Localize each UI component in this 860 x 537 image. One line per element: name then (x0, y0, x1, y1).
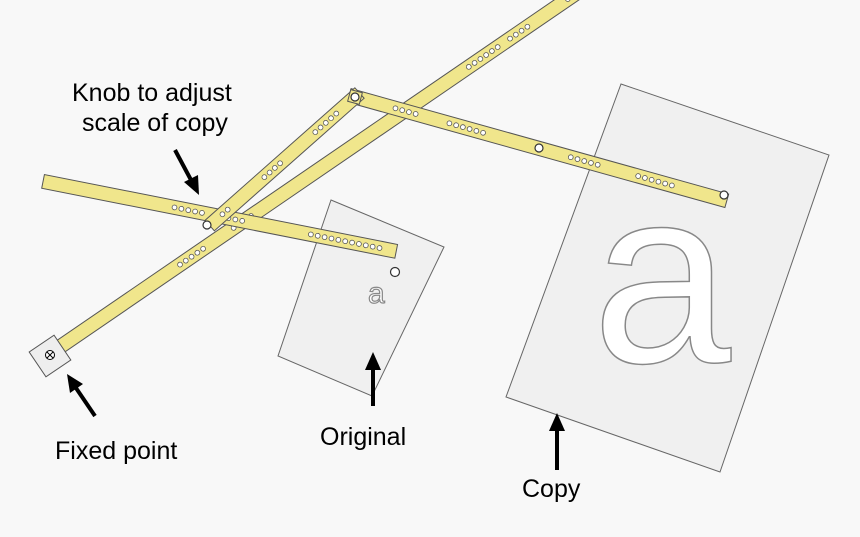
original-arrow (365, 352, 381, 406)
knob-label-line2: scale of copy (82, 109, 228, 137)
bar-top-right-holes (392, 105, 675, 189)
knob-arrow (173, 149, 199, 195)
original-label: Original (320, 423, 406, 451)
tracer-pivot[interactable] (389, 266, 401, 278)
copy-joint-pivot (534, 143, 544, 153)
copy-label: Copy (522, 475, 581, 503)
fixed-point-arrow (67, 374, 97, 418)
copy-sheet (505, 83, 830, 473)
knob-label-line1: Knob to adjust (72, 79, 232, 107)
copy-arrow (549, 413, 565, 470)
knob-pivot[interactable] (202, 220, 212, 230)
bar-top-to-knob[interactable] (204, 87, 365, 232)
original-letter: a (368, 277, 385, 310)
bar-left-to-tracer-holes (171, 204, 383, 251)
fixed-point-label: Fixed point (55, 437, 177, 465)
right-end-pivot (719, 190, 729, 200)
bar-top-to-knob-holes (219, 110, 340, 218)
top-pivot (350, 92, 360, 102)
fixed-point (28, 334, 72, 378)
